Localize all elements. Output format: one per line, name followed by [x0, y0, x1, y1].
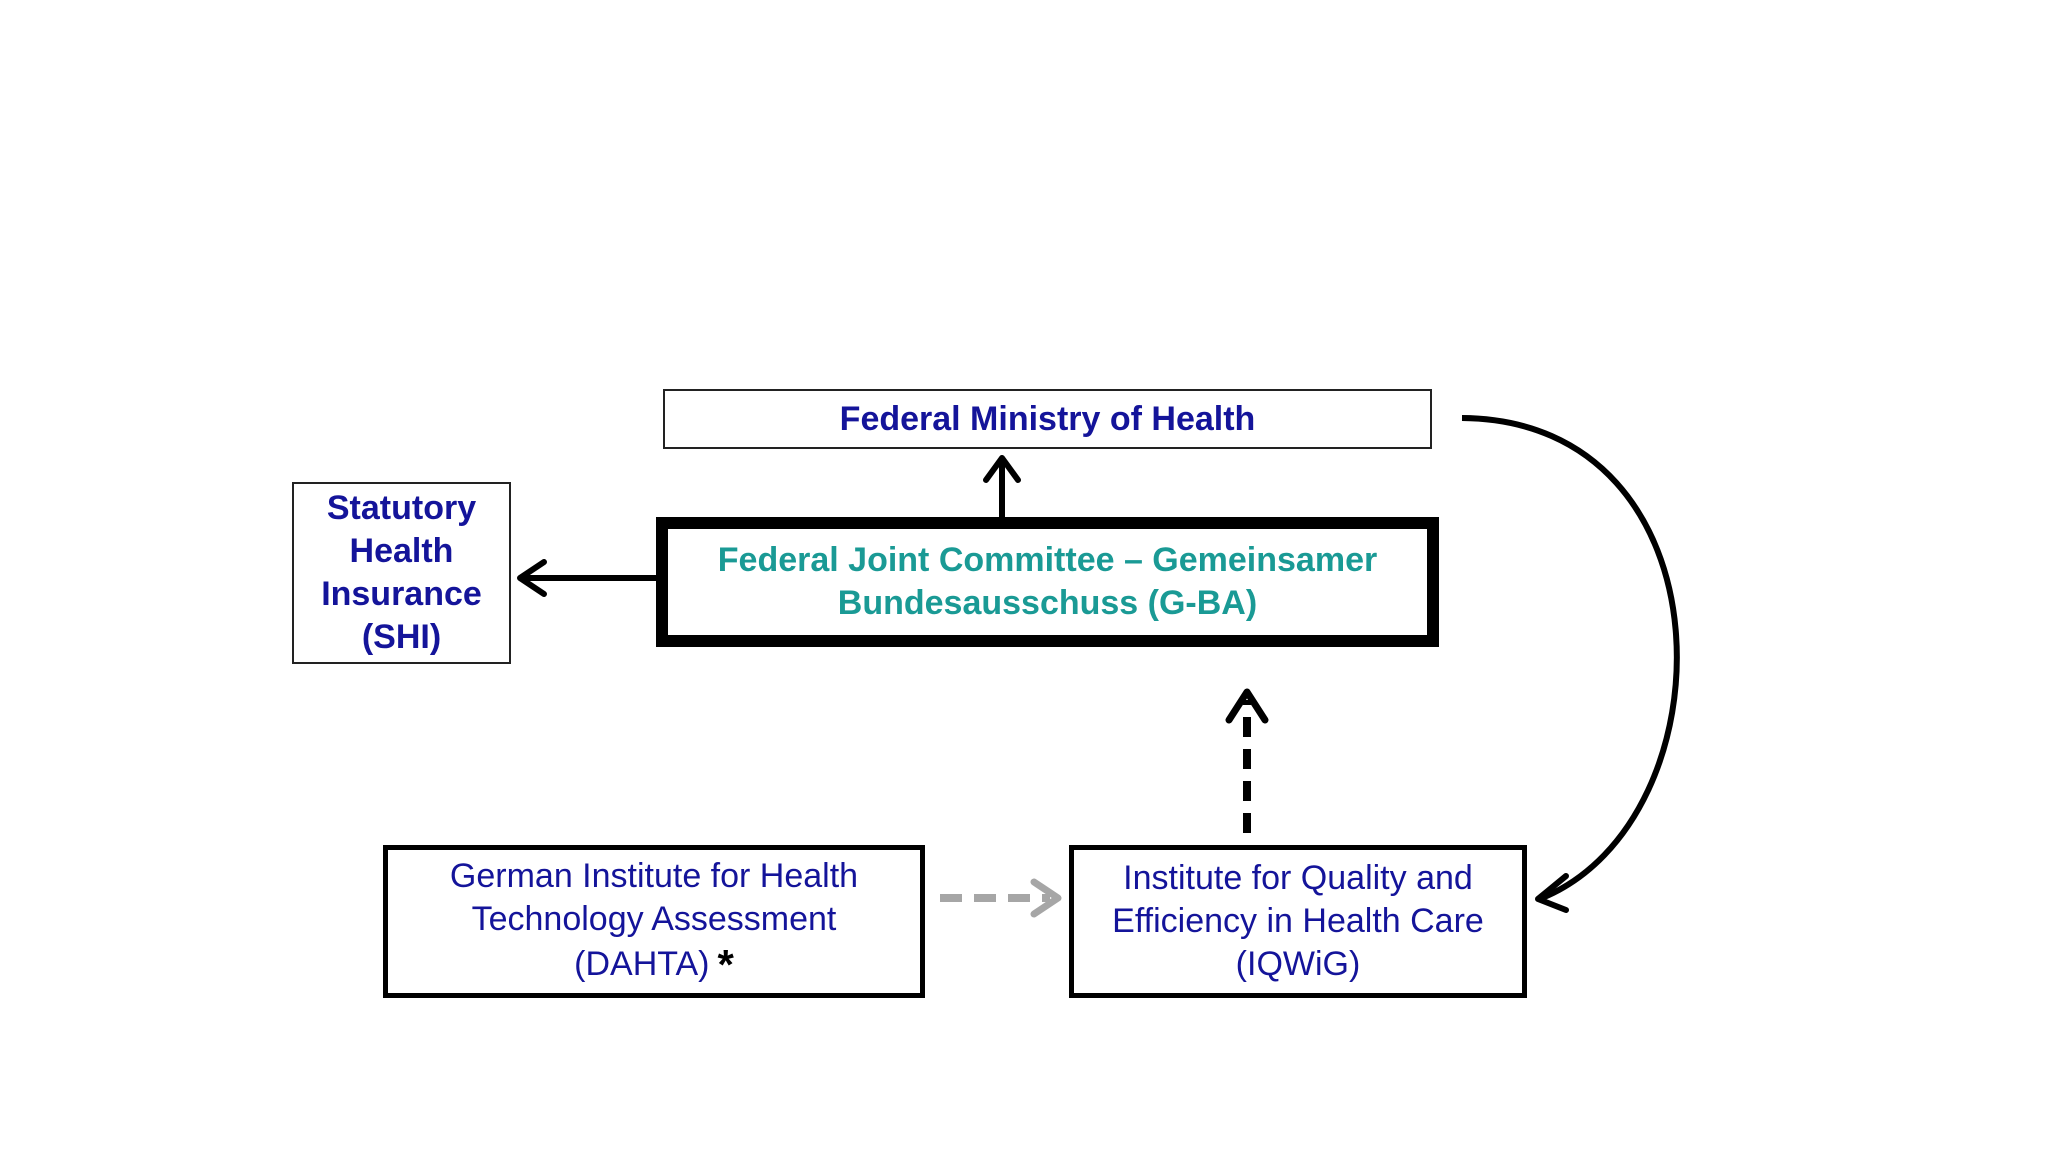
arrow-gba-to-shi — [517, 559, 656, 597]
arrow-ministry-to-iqwig-curved — [1461, 415, 1680, 913]
dahta-label: German Institute for Health Technology A… — [449, 856, 859, 983]
arrow-dahta-to-iqwig-dashed — [940, 878, 1062, 918]
statutory-health-insurance-label: Statutory Health Insurance (SHI) — [321, 489, 482, 656]
arrow-gba-to-ministry — [983, 455, 1021, 517]
iqwig-box: Institute for Quality and Efficiency in … — [1069, 845, 1527, 998]
federal-ministry-of-health-box: Federal Ministry of Health — [663, 389, 1432, 449]
iqwig-label: Institute for Quality and Efficiency in … — [1112, 859, 1484, 983]
statutory-health-insurance-box: Statutory Health Insurance (SHI) — [292, 482, 511, 664]
arrow-iqwig-to-gba-dashed — [1225, 688, 1269, 833]
federal-ministry-of-health-label: Federal Ministry of Health — [839, 400, 1256, 438]
federal-joint-committee-label: Federal Joint Committee – Gemeinsamer Bu… — [717, 541, 1378, 622]
federal-joint-committee-box: Federal Joint Committee – Gemeinsamer Bu… — [656, 517, 1439, 647]
dahta-box: German Institute for Health Technology A… — [383, 845, 925, 998]
dahta-asterisk-mark: * — [717, 940, 734, 988]
